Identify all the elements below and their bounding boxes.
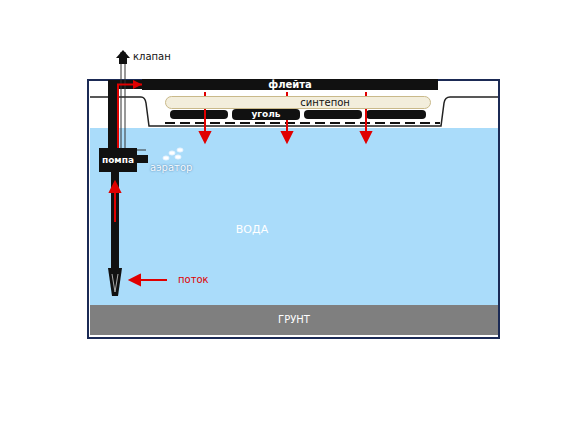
charcoal-bars: [170, 110, 426, 119]
flow-connector: [118, 80, 142, 148]
flute-bar: флейта: [142, 79, 438, 90]
tank-frame: [88, 80, 499, 338]
node-label: ВОДА: [236, 224, 268, 235]
node-label: флейта: [268, 80, 312, 90]
node-label: помпа: [102, 156, 134, 165]
node-label: уголь: [251, 110, 280, 119]
charcoal-bar: уголь: [232, 109, 300, 120]
node-label: ГРУНТ: [278, 315, 310, 325]
intake-strainer: [108, 268, 122, 296]
padding-band: синтепон: [165, 96, 431, 109]
strainer-slots: [112, 274, 118, 292]
pipe-riser: [108, 80, 117, 150]
valve-symbol: [116, 50, 130, 64]
water-fill: [90, 128, 498, 305]
lid-outline: [90, 97, 498, 126]
aerator-label: аэратор: [150, 163, 192, 173]
ground-band: ГРУНТ: [90, 305, 498, 335]
water-area: ВОДА: [90, 128, 498, 305]
pump-box: помпа: [99, 148, 137, 172]
flow-label: поток: [178, 275, 209, 285]
air-tube: [121, 52, 146, 150]
node-label: синтепон: [300, 98, 350, 108]
flow-arrows: [110, 92, 371, 285]
valve-label: клапан: [133, 52, 171, 62]
dashed-grid: [165, 122, 440, 124]
air-bubbles: [163, 148, 183, 160]
intake-tube: [111, 171, 119, 269]
